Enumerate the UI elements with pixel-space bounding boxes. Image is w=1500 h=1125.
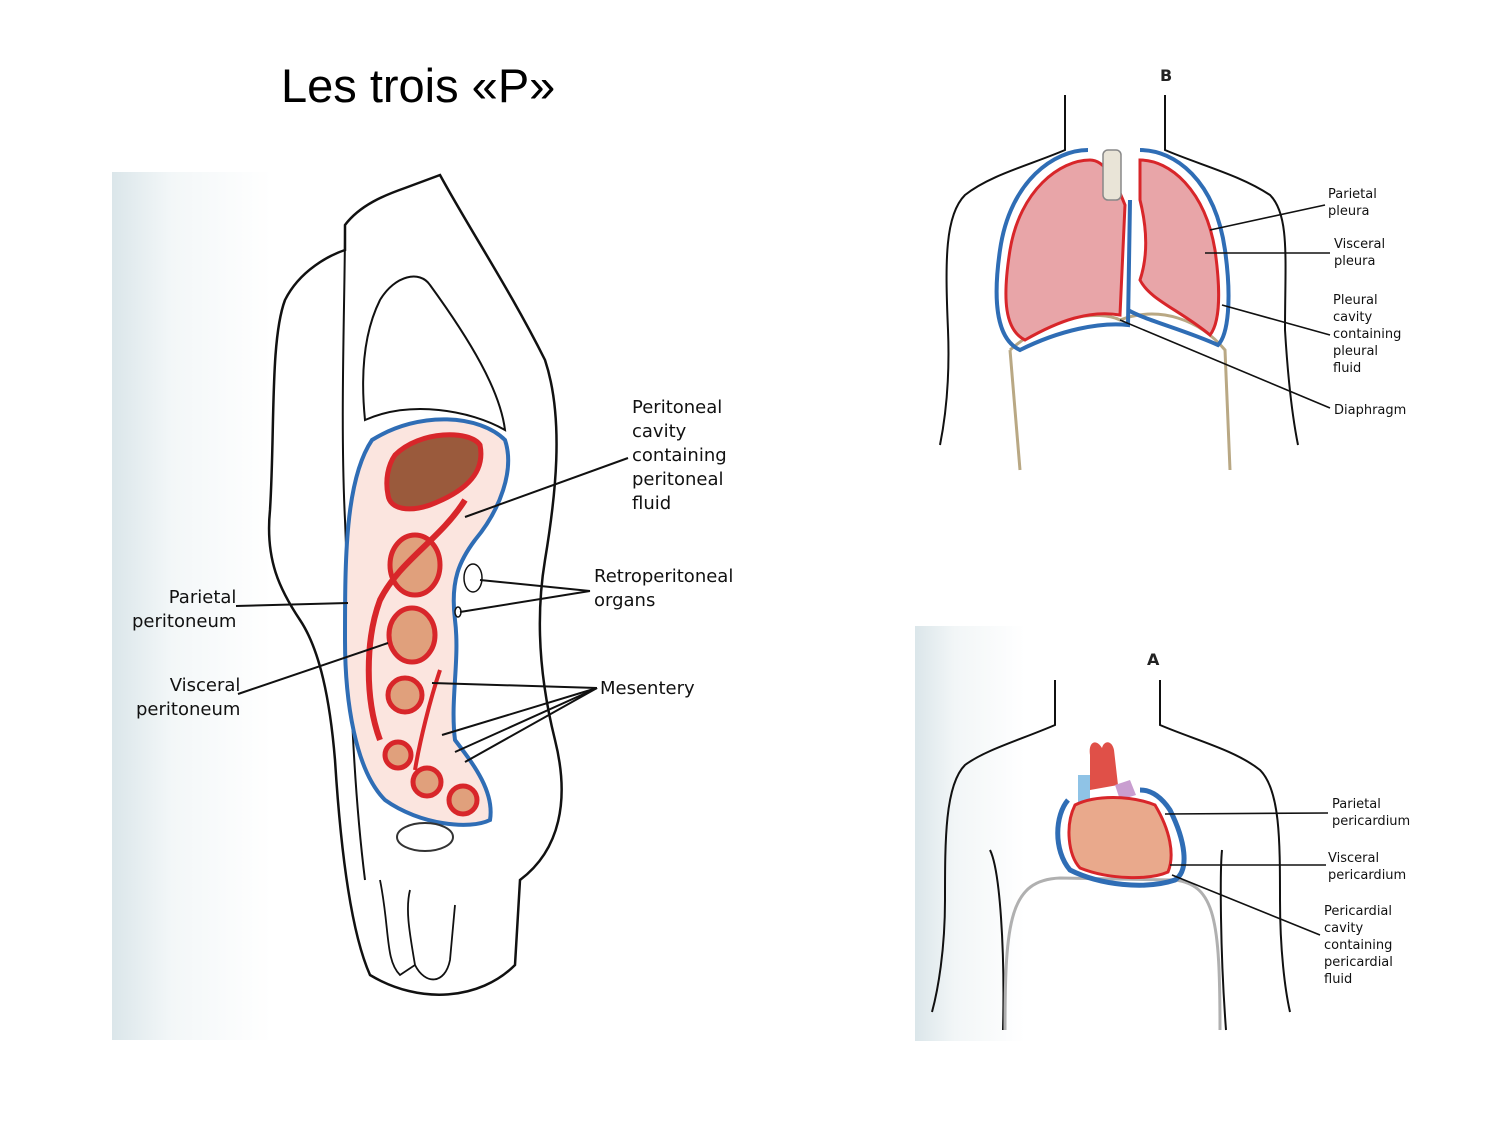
label-retroperitoneal-organs: Retroperitoneal organs bbox=[594, 566, 734, 611]
label-visceral-pericardium: Visceral pericardium bbox=[1328, 851, 1407, 883]
pleura-illustration bbox=[939, 95, 1331, 471]
label-pericardial-cavity: Pericardial cavity containing pericardia… bbox=[1324, 904, 1393, 987]
panel-letter-a: A bbox=[1147, 650, 1160, 669]
label-pleural-cavity: Pleural cavity containing pleural fluid bbox=[1333, 293, 1402, 376]
peritoneum-diagram: Peritoneal cavity containing peritoneal … bbox=[112, 172, 767, 1040]
label-visceral-pleura: Visceral pleura bbox=[1334, 237, 1386, 269]
label-mesentery: Mesentery bbox=[600, 678, 695, 699]
peritoneum-illustration bbox=[235, 173, 629, 996]
label-parietal-peritoneum: Parietal peritoneum bbox=[132, 587, 237, 632]
label-parietal-pleura: Parietal pleura bbox=[1328, 187, 1377, 219]
panel-letter-b: B bbox=[1160, 66, 1173, 85]
label-diaphragm: Diaphragm bbox=[1334, 403, 1407, 418]
slide-title: Les trois «P» bbox=[281, 59, 556, 112]
label-peritoneal-cavity: Peritoneal cavity containing peritoneal … bbox=[632, 397, 727, 514]
pleura-diagram: B Parietal pleura Visceral pleura Pleura… bbox=[0, 0, 1500, 480]
label-visceral-peritoneum: Visceral peritoneum bbox=[136, 675, 241, 720]
label-parietal-pericardium: Parietal pericardium bbox=[1332, 797, 1411, 829]
